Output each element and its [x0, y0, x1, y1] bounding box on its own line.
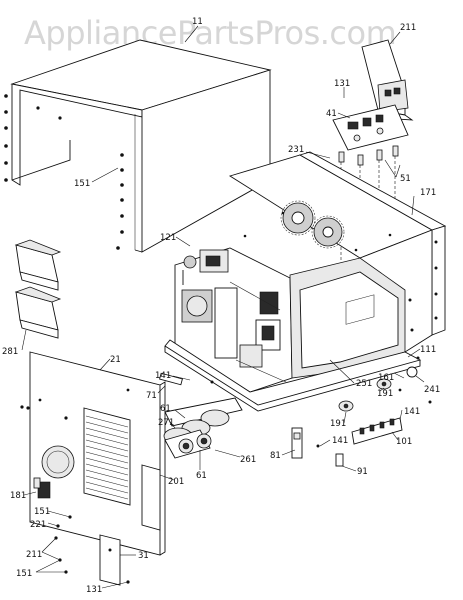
label-141-right: 141	[404, 407, 420, 417]
label-61-bottom: 61	[196, 471, 207, 481]
label-91: 91	[357, 467, 368, 477]
part-labels: 11 211 131 41 231 51 171 151 121 281 21 …	[2, 17, 440, 595]
label-211-bottom: 211	[26, 550, 42, 560]
switch-lever	[159, 372, 214, 386]
label-121: 121	[160, 233, 176, 243]
label-141-mid: 141	[332, 436, 348, 446]
fan-motor	[182, 249, 229, 285]
label-251: 251	[356, 379, 372, 389]
label-11: 11	[192, 17, 203, 27]
label-131-bottom: 131	[86, 585, 102, 595]
label-101: 101	[396, 437, 412, 447]
label-31: 31	[138, 551, 149, 561]
label-191-right: 191	[377, 389, 393, 399]
internal-components	[181, 281, 287, 383]
label-181: 181	[10, 491, 26, 501]
label-151-top: 151	[74, 179, 90, 189]
vent-cover-lower	[14, 286, 62, 339]
label-51: 51	[400, 174, 411, 184]
terminal-block	[351, 417, 403, 445]
front-panel	[26, 351, 166, 556]
label-281: 281	[2, 347, 18, 357]
label-151-mid: 151	[34, 507, 50, 517]
side-bracket	[141, 464, 161, 531]
outer-cabinet-wrapper	[4, 39, 272, 253]
control-board-bracket	[332, 104, 409, 151]
watermark-text: AppliancePartsPros.com	[24, 14, 396, 52]
label-131-top: 131	[334, 79, 350, 89]
label-41: 41	[326, 109, 337, 119]
thermostats	[338, 356, 432, 412]
label-141-left: 141	[155, 371, 171, 381]
leader-lines	[21, 25, 425, 589]
vent-cover-upper	[14, 239, 62, 291]
label-81: 81	[270, 451, 281, 461]
label-221: 221	[30, 520, 46, 530]
label-61-top: 61	[160, 404, 171, 414]
hinge-latch	[291, 427, 344, 467]
grille-vents	[83, 407, 131, 506]
label-241: 241	[424, 385, 440, 395]
label-151-bottom: 151	[16, 569, 32, 579]
label-171: 171	[420, 188, 436, 198]
label-21: 21	[110, 355, 121, 365]
label-231: 231	[288, 145, 304, 155]
feet-set	[163, 397, 243, 459]
turntable-gears	[280, 200, 345, 249]
bottom-bracket	[99, 534, 121, 586]
label-261: 261	[240, 455, 256, 465]
label-211-top: 211	[400, 23, 416, 33]
label-191-left: 191	[330, 419, 346, 429]
label-271: 271	[158, 418, 174, 428]
label-201: 201	[168, 477, 184, 487]
label-71: 71	[146, 391, 157, 401]
label-111: 111	[420, 345, 436, 355]
label-161: 161	[378, 373, 394, 383]
lamp-socket	[33, 477, 51, 499]
cabinet-screws	[4, 94, 124, 250]
